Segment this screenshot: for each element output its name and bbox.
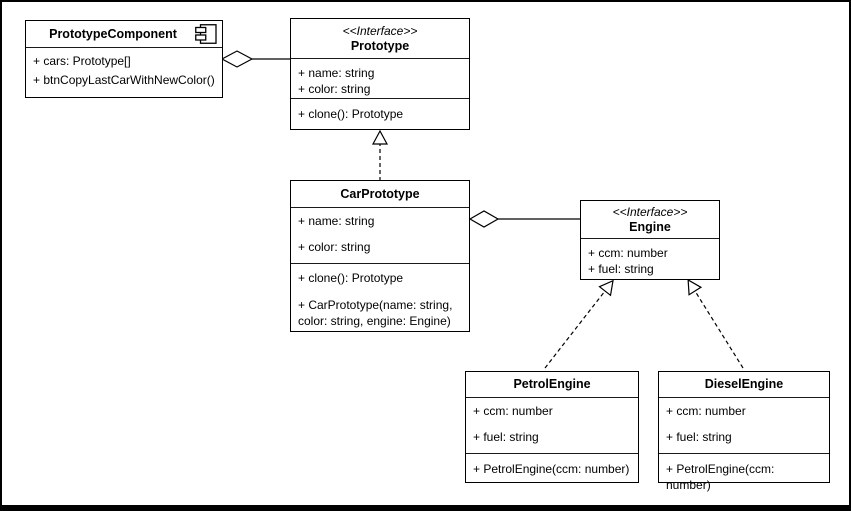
attribute: + name: string [298, 214, 375, 228]
aggregation-edge-prototypecomponent-prototype [220, 50, 290, 68]
operation: + CarPrototype(name: string, color: stri… [298, 298, 456, 328]
attribute: + btnCopyLastCarWithNewColor() [33, 73, 215, 87]
operation: + clone(): Prototype [298, 271, 404, 285]
attributes-section: + ccm: number + fuel: string [466, 398, 638, 454]
class-box-prototype-component: PrototypeComponent + cars: Prototype[] +… [25, 20, 223, 98]
attributes-section: + cars: Prototype[] + btnCopyLastCarWith… [26, 48, 222, 90]
attribute: + fuel: string [588, 262, 654, 276]
operations-section: + PetrolEngine(ccm: number) [466, 454, 638, 477]
class-name: Prototype [350, 38, 410, 53]
attributes-section: + name: string + color: string [291, 208, 469, 264]
class-title-bar: <<Interface>> Engine [581, 201, 719, 239]
operations-section: + clone(): Prototype + CarPrototype(name… [291, 264, 469, 329]
attribute: + fuel: string [473, 430, 539, 444]
class-title-bar: <<Interface>> Prototype [291, 19, 469, 59]
attribute: + cars: Prototype[] [33, 54, 131, 68]
attribute: + ccm: number [473, 404, 553, 418]
class-name: PrototypeComponent [49, 26, 177, 41]
class-title-bar: CarPrototype [291, 181, 469, 208]
operations-section: + PetrolEngine(ccm: number) [659, 454, 829, 493]
class-title-bar: PrototypeComponent [26, 21, 222, 48]
class-title-bar: PetrolEngine [466, 372, 638, 398]
operation: + PetrolEngine(ccm: number) [666, 462, 778, 492]
realization-edge-dieselengine-engine [687, 278, 744, 369]
aggregation-edge-carprototype-engine [468, 210, 580, 228]
attributes-section: + name: string + color: string [291, 59, 469, 99]
class-name: CarPrototype [340, 186, 420, 201]
class-name: PetrolEngine [513, 377, 591, 391]
aggregation-diamond [468, 210, 500, 228]
stereotype-label: <<Interface>> [342, 23, 418, 38]
attribute: + name: string [298, 66, 375, 80]
class-box-engine: <<Interface>> Engine + ccm: number + fue… [580, 200, 720, 280]
aggregation-diamond [220, 50, 254, 68]
attribute: + ccm: number [666, 404, 746, 418]
operation: + clone(): Prototype [298, 107, 404, 121]
class-box-petrol-engine: PetrolEngine + ccm: number + fuel: strin… [465, 371, 639, 483]
operations-section: + clone(): Prototype [291, 99, 469, 122]
attribute: + color: string [298, 82, 371, 96]
attributes-section: + ccm: number + fuel: string [581, 239, 719, 277]
class-title-bar: DieselEngine [659, 372, 829, 398]
class-name: Engine [629, 219, 671, 234]
stereotype-label: <<Interface>> [612, 204, 688, 219]
uml-component-icon [195, 24, 217, 44]
class-box-prototype: <<Interface>> Prototype + name: string +… [290, 18, 470, 130]
attribute: + color: string [298, 240, 371, 254]
class-box-car-prototype: CarPrototype + name: string + color: str… [290, 180, 470, 332]
attribute: + fuel: string [666, 430, 732, 444]
attribute: + ccm: number [588, 246, 668, 260]
class-box-diesel-engine: DieselEngine + ccm: number + fuel: strin… [658, 371, 830, 492]
attributes-section: + ccm: number + fuel: string [659, 398, 829, 454]
operation: + PetrolEngine(ccm: number) [473, 462, 630, 476]
realization-edge-petrolengine-engine [544, 279, 614, 369]
class-name: DieselEngine [704, 377, 784, 391]
